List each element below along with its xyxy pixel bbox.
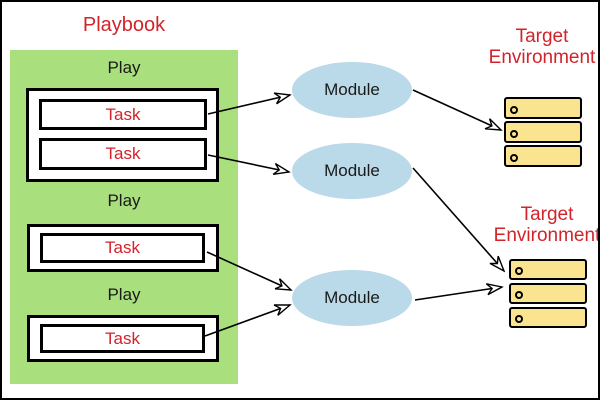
- server-stack-1: [504, 97, 582, 169]
- play-1-task-1: Task: [39, 99, 207, 130]
- target-environment-1-label: Target Environment: [477, 26, 598, 68]
- play-3-task-1: Task: [40, 324, 205, 353]
- target-environment-1-line2: Environment: [488, 47, 596, 68]
- server-drive: [504, 97, 582, 119]
- module-2-ellipse: Module: [292, 143, 412, 199]
- play-3-label: Play: [107, 285, 141, 304]
- play-2-task-1: Task: [40, 233, 205, 263]
- server-drive: [504, 145, 582, 167]
- play-1-label: Play: [107, 58, 141, 77]
- server-drive: [509, 307, 587, 328]
- server-drive: [509, 259, 587, 280]
- drive-indicator-icon: [510, 130, 518, 138]
- module-3-ellipse: Module: [292, 270, 412, 326]
- arrow-module1-to-target1: [412, 89, 501, 130]
- target-environment-2-line2: Environment: [493, 225, 600, 246]
- playbook-title: Playbook: [82, 14, 166, 36]
- module-1-ellipse: Module: [292, 62, 412, 118]
- target-environment-2-label: Target Environment: [482, 204, 600, 246]
- drive-indicator-icon: [515, 315, 523, 323]
- play-1-task-2: Task: [39, 138, 207, 170]
- play-2-label: Play: [107, 191, 141, 210]
- target-environment-2-line1: Target: [520, 204, 574, 225]
- drive-indicator-icon: [515, 267, 523, 275]
- drive-indicator-icon: [510, 106, 518, 114]
- server-drive: [509, 283, 587, 304]
- arrow-module3-to-target2: [414, 287, 502, 301]
- target-environment-1-line1: Target: [515, 26, 569, 47]
- drive-indicator-icon: [515, 291, 523, 299]
- drive-indicator-icon: [510, 154, 518, 162]
- server-drive: [504, 121, 582, 143]
- server-stack-2: [509, 259, 587, 331]
